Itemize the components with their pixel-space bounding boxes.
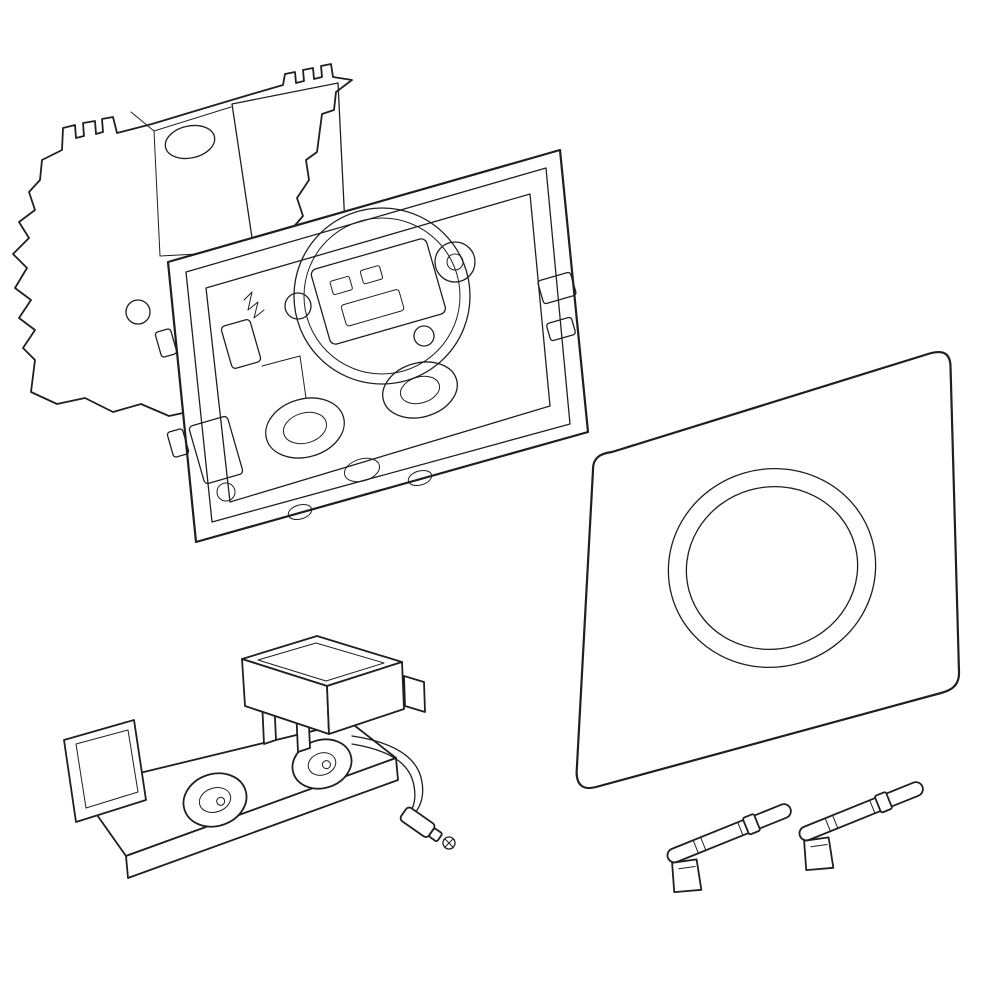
mounting-frame-rim — [185, 167, 571, 523]
mechanism-housing-box — [310, 238, 447, 345]
mechanism-foot-ellipse — [343, 457, 381, 483]
cable-plug-cap — [442, 836, 456, 850]
push-rod-right — [798, 781, 924, 872]
mechanism-pivot-right — [413, 325, 435, 347]
servo-wheel-left-pin — [216, 796, 226, 806]
push-rod-left-paddle — [671, 858, 703, 894]
mechanism-bushing — [434, 241, 476, 283]
mechanism-screw-boss — [216, 482, 236, 502]
mechanism-spring — [243, 291, 265, 319]
module-box-connector — [403, 675, 426, 713]
actuator-plate — [575, 350, 961, 790]
actuator-button-inner-ring — [685, 485, 859, 651]
protection-plate-outline — [12, 63, 353, 419]
drawing-root — [12, 63, 961, 894]
push-rod-right-paddle-line — [810, 843, 828, 848]
mechanism-bracket-left — [220, 319, 262, 369]
flush-mechanism — [154, 207, 577, 520]
frame-tab-left-upper — [154, 328, 178, 358]
protection-plate — [12, 63, 353, 419]
push-rod-left-notch-2 — [700, 836, 707, 851]
valve-port-right-inner — [399, 375, 441, 405]
push-rod-right-notch-3 — [869, 799, 876, 814]
frame-clip-right-upper — [537, 271, 577, 305]
push-rod-right-shaft — [798, 781, 924, 842]
actuator-button-outer-ring — [667, 467, 877, 669]
mechanism-bracket-lower-left — [188, 415, 244, 485]
mechanism-bushing-hole — [446, 253, 464, 271]
servo-wheel-left — [182, 772, 248, 828]
mechanism-pivot-left — [284, 292, 312, 320]
cable-plug-tip — [428, 827, 443, 842]
push-rod-right-notch-1 — [824, 817, 831, 832]
servo-wheel-right — [291, 738, 353, 790]
push-rod-right-notch-2 — [832, 814, 839, 829]
push-rod-left-collar — [742, 813, 761, 836]
module-box-lid-line — [257, 642, 385, 682]
valve-port-right-outer — [382, 361, 458, 419]
frame-bottom-hole-left — [287, 504, 313, 520]
module-box-side — [326, 661, 405, 735]
frame-clip-right-lower — [546, 316, 576, 342]
protection-plate-fold-edge — [153, 106, 232, 132]
cable-plug — [399, 806, 443, 842]
push-rod-right-paddle — [803, 836, 835, 872]
mechanism-slot-center — [340, 289, 405, 327]
cable-plug-cross-2 — [444, 838, 454, 848]
valve-port-left-inner — [282, 411, 328, 445]
frame-bottom-hole-right — [407, 470, 433, 486]
mechanism-carrier-ring-inner — [303, 217, 461, 375]
valve-port-right — [382, 361, 458, 419]
push-rod-left-notch-1 — [692, 839, 699, 854]
servo-wheel-right-pin — [321, 760, 331, 770]
protection-plate-round-hole — [125, 299, 151, 325]
valve-port-left-outer — [265, 397, 345, 459]
push-rod-left — [666, 803, 792, 894]
mechanism-slot-left — [329, 275, 353, 296]
servo-wheel-right-inner — [307, 752, 337, 776]
mechanism-link-line-1 — [261, 355, 301, 367]
actuator-plate-outline — [575, 350, 961, 790]
module-left-wall-inner — [75, 729, 139, 809]
valve-port-left — [265, 397, 345, 459]
push-rod-right-collar — [874, 791, 893, 814]
mounting-frame — [154, 148, 590, 544]
electronic-module — [63, 635, 456, 879]
mechanism-slot-right — [359, 265, 384, 285]
mounting-frame-outer — [166, 148, 590, 544]
frame-tab-left-lower — [166, 428, 190, 458]
mechanism-link-line-2 — [299, 355, 307, 399]
protection-plate-oval-hole — [164, 124, 216, 160]
servo-wheel-left-inner — [198, 787, 232, 813]
mechanism-carrier-ring — [293, 207, 471, 385]
push-rod-left-shaft — [666, 803, 792, 864]
servo-wheel-left-outer — [182, 772, 248, 828]
push-rod-left-paddle-line — [678, 865, 696, 870]
push-rod-left-notch-3 — [737, 821, 744, 836]
mounting-frame-inner-edge — [205, 193, 551, 503]
mechanism-housing — [310, 238, 447, 345]
actuator-button — [667, 467, 877, 669]
module-cable-top — [351, 735, 424, 821]
module-base-edge — [125, 757, 399, 879]
